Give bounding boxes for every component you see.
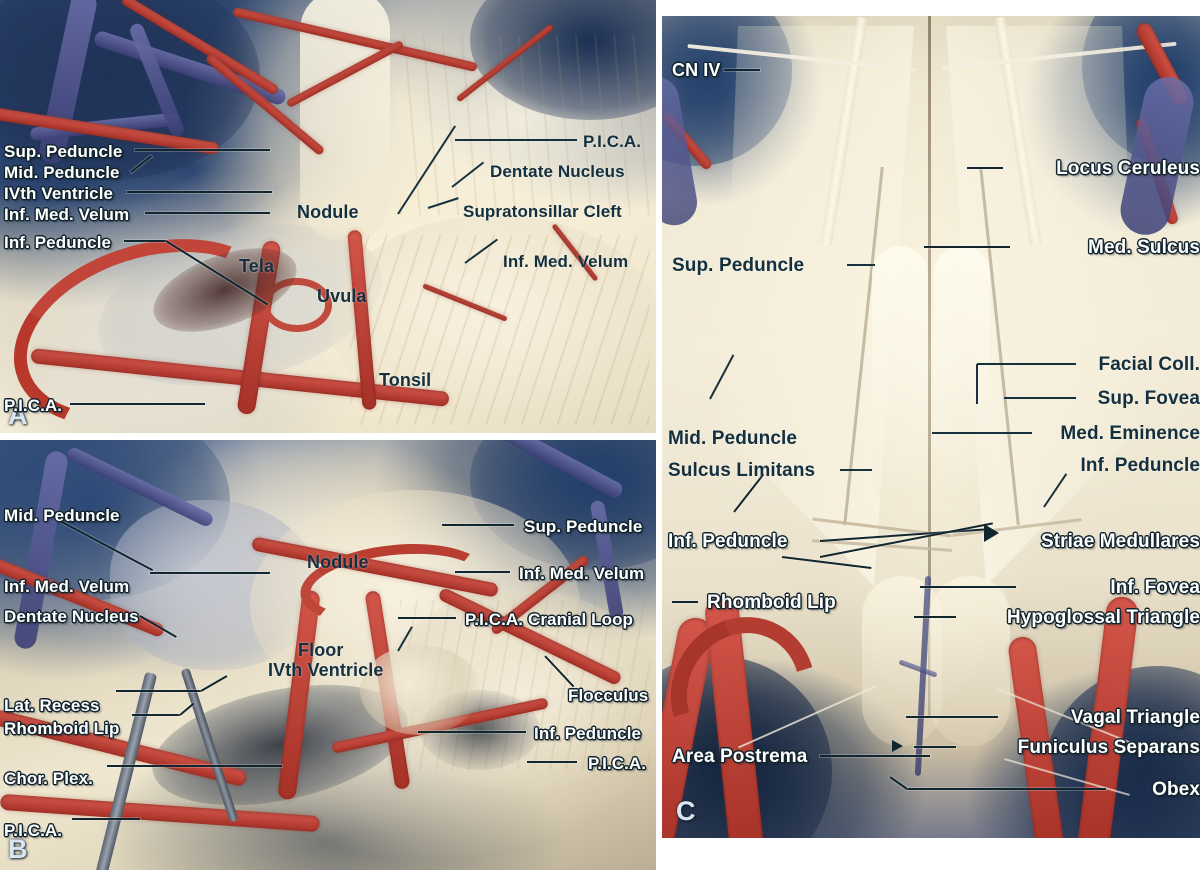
leader-pica-a-right2 (455, 139, 577, 141)
leader-hypoglossal-tri (914, 616, 956, 618)
leader-funiculus-arrowhead (892, 740, 903, 752)
anatomy-label: Lat. Recess (4, 696, 100, 715)
panel-letter-a: A (8, 400, 28, 430)
leader-locus-ceruleus (967, 167, 1003, 169)
anatomy-label: Sup. Peduncle (524, 517, 643, 536)
anatomy-label: P.I.C.A. (588, 754, 647, 773)
anatomy-label: P.I.C.A. (4, 396, 63, 415)
anatomy-label: IVth Ventricle (4, 184, 114, 203)
panel-c: C (662, 16, 1200, 838)
leader-inf-med-velum-b (150, 572, 270, 574)
anatomy-label: CN IV (672, 60, 721, 80)
anatomy-label: Locus Ceruleus (1056, 158, 1200, 179)
leader-ivth-ventricle (127, 191, 272, 193)
leader-sup-fovea (1004, 397, 1076, 399)
anatomy-label: Rhomboid Lip (4, 719, 120, 738)
anatomy-label: Mid. Peduncle (668, 428, 798, 449)
anatomy-label: Inf. Peduncle (4, 233, 112, 252)
leader-vagal-triangle (906, 716, 998, 718)
leader-pica-cranial-loop (398, 617, 456, 619)
anatomy-label: Dentate Nucleus (4, 607, 139, 626)
anatomy-label: Striae Medullares (1040, 531, 1200, 552)
anatomy-label: Inf. Peduncle (534, 724, 642, 743)
leader-sup-peduncle-c (847, 264, 875, 266)
leader-funiculus (914, 746, 956, 748)
anatomy-label: Supratonsillar Cleft (463, 202, 622, 221)
leader-rhomboid-lip-c (672, 601, 698, 603)
anatomy-label: Tela (239, 256, 275, 276)
leader-striae-arrowhead (984, 524, 999, 542)
leader-inf-peduncle-b (418, 731, 526, 733)
leader-inf-med-velum-b-right (455, 571, 510, 573)
panel-b: B (0, 440, 656, 870)
anatomy-label: Inf. Peduncle (668, 531, 788, 552)
leader-sup-peduncle-b (442, 524, 514, 526)
anatomy-label: Area Postrema (672, 746, 808, 767)
leader-pica-b-right (527, 761, 577, 763)
leader-facial-coll (977, 363, 1076, 365)
anatomy-label: Med. Eminence (1060, 423, 1200, 444)
anatomy-label: Mid. Peduncle (4, 506, 120, 525)
anatomy-label: Floor (298, 640, 344, 660)
anatomy-label: Hypoglossal Triangle (1006, 607, 1200, 628)
leader-inf-peduncle-a (124, 240, 166, 242)
anatomy-label: Inf. Med. Velum (503, 252, 629, 271)
leader-sulcus-limitans (840, 469, 872, 471)
leader-facial-coll-v (976, 364, 978, 404)
anatomy-label: Facial Coll. (1098, 354, 1200, 375)
anatomy-label: Funiculus Separans (1017, 737, 1200, 758)
leader-cn-iv (724, 69, 760, 71)
anatomy-label: Inf. Fovea (1110, 577, 1200, 598)
anatomy-label: Inf. Peduncle (1080, 455, 1200, 476)
anatomy-label: Sulcus Limitans (668, 460, 816, 481)
leader-obex2 (908, 788, 1106, 790)
anatomy-label: Sup. Fovea (1097, 388, 1200, 409)
leader-inf-fovea (920, 586, 1016, 588)
panel-letter-c: C (676, 796, 696, 826)
anatomy-label: Inf. Med. Velum (519, 564, 645, 583)
panel-c-photograph (662, 16, 1200, 838)
anatomy-label: Inf. Med. Velum (4, 205, 130, 224)
anatomy-label: Flocculus (568, 686, 649, 705)
leader-inf-med-velum-a (145, 212, 270, 214)
leader-pica-b-left (72, 818, 140, 820)
panel-a: A (0, 0, 656, 433)
anatomy-label: Inf. Med. Velum (4, 577, 130, 596)
leader-chor-plex (107, 765, 282, 767)
panel-a-photograph (0, 0, 656, 433)
anatomy-label: Nodule (297, 202, 359, 222)
anatomy-label: P.I.C.A. Cranial Loop (465, 610, 634, 629)
leader-area-postrema (820, 755, 930, 757)
leader-lat-recess (116, 690, 201, 692)
anatomy-label: Tonsil (379, 370, 432, 390)
anatomy-label: Vagal Triangle (1070, 707, 1200, 728)
leader-pica-a-left (70, 403, 205, 405)
panel-b-photograph (0, 440, 656, 870)
panel-letter-b: B (8, 834, 28, 864)
leader-sup-peduncle (135, 149, 270, 151)
anatomy-label: Sup. Peduncle (672, 255, 805, 276)
anatomy-label: Dentate Nucleus (490, 162, 625, 181)
anatomy-label: Chor. Plex. (4, 769, 93, 788)
leader-med-eminence (932, 432, 1032, 434)
leader-rhomboid-lip-b (132, 714, 180, 716)
anatomy-label: P.I.C.A. (583, 132, 642, 151)
anatomy-label: Obex (1152, 779, 1200, 800)
anatomy-label: IVth Ventricle (268, 660, 384, 680)
anatomy-label: Mid. Peduncle (4, 163, 120, 182)
leader-med-sulcus (924, 246, 1010, 248)
anatomy-label: Sup. Peduncle (4, 142, 123, 161)
anatomy-label: Nodule (307, 552, 369, 572)
anatomy-label: Uvula (317, 286, 367, 306)
anatomy-label: Med. Sulcus (1088, 237, 1200, 258)
anatomy-label: Rhomboid Lip (707, 592, 836, 613)
anatomy-label: P.I.C.A. (4, 821, 63, 840)
